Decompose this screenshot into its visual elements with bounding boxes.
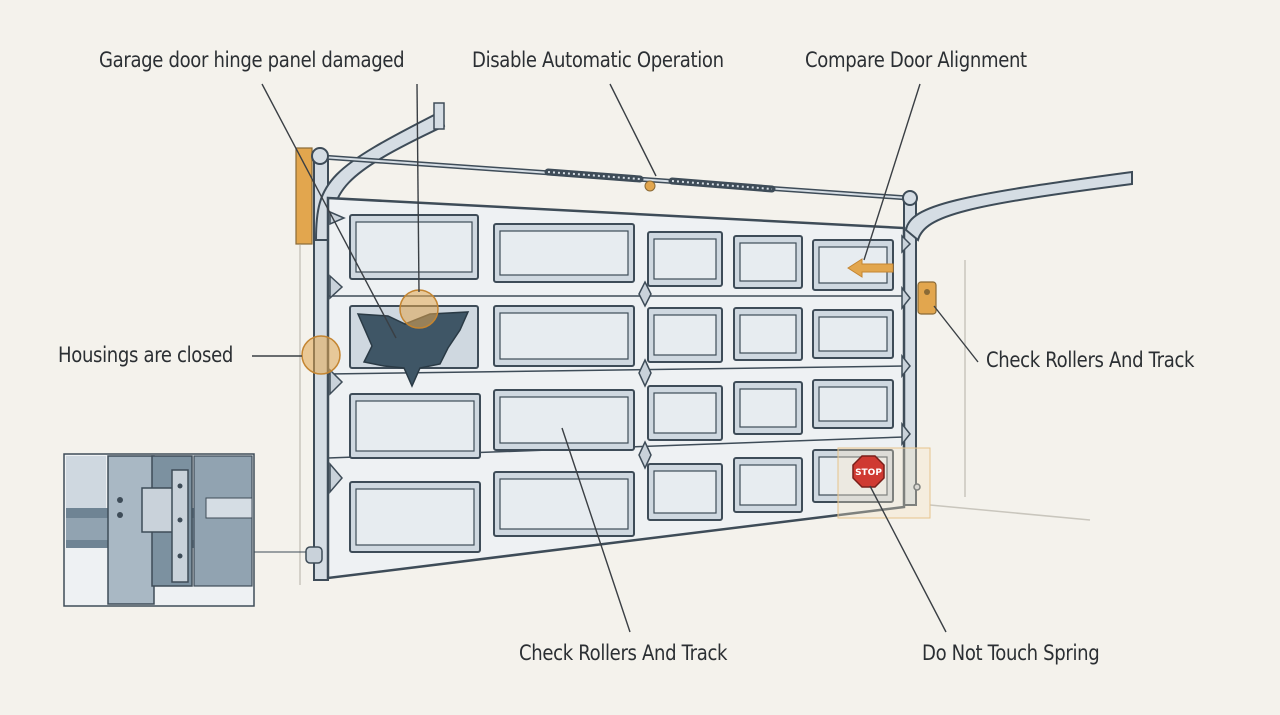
stop-sign-icon [852,455,885,488]
callout-hinge-panel-damaged: Garage door hinge panel damaged [99,48,405,72]
leader-lines [252,83,979,633]
right-curved-track [904,170,1133,242]
hinge-marker [399,289,439,329]
stop-highlight-box [837,447,931,519]
callout-disable-automatic-operation: Disable Automatic Operation [472,48,724,72]
torsion-spring-assembly [311,147,918,206]
callout-check-rollers-track-bottom: Check Rollers And Track [519,641,728,665]
room-lines [299,245,1091,585]
right-wood-bracket [917,281,937,315]
housing-marker [301,335,341,375]
callout-compare-door-alignment: Compare Door Alignment [805,48,1027,72]
callout-housings-are-closed: Housings are closed [58,343,233,367]
callout-do-not-touch-spring: Do Not Touch Spring [922,641,1100,665]
door-hinges [329,210,921,495]
hinge-closeup-inset [63,453,255,607]
stop-sign-label: STOP [855,468,882,478]
alignment-arrow-icon [847,258,894,278]
callout-check-rollers-track-right: Check Rollers And Track [986,348,1195,372]
